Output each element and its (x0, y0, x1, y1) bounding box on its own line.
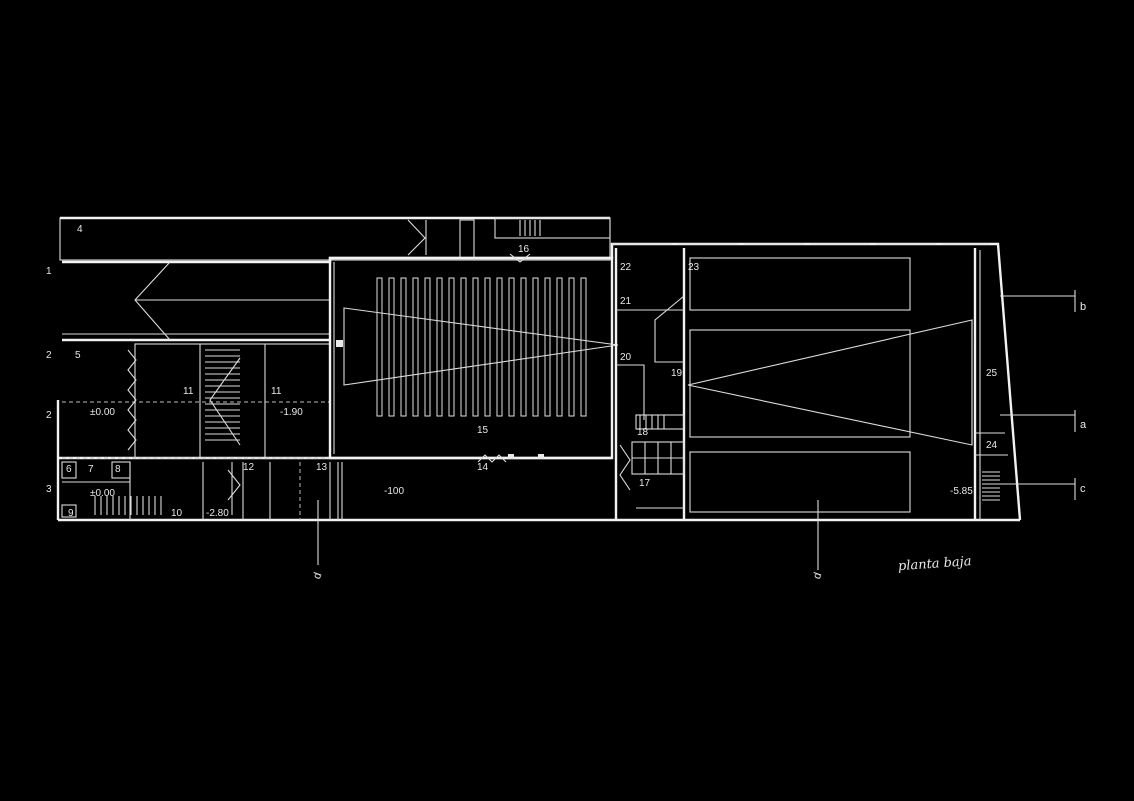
room-number: 9 (68, 508, 74, 519)
room-number: 5 (75, 350, 81, 361)
room-number: 8 (115, 464, 121, 475)
level-label: -5.85 (950, 486, 973, 497)
stair-grid (631, 441, 685, 475)
stair (94, 496, 162, 515)
auditorium (328, 253, 619, 463)
room-number: 23 (688, 262, 700, 273)
grid-axis: 3 (46, 484, 52, 495)
room-number: 21 (620, 296, 632, 307)
service-rooms (61, 461, 343, 520)
section-mark: c (1080, 483, 1086, 495)
grid-axis: 2 (46, 410, 52, 421)
level-label: -1.90 (280, 407, 303, 418)
grid-axis: 2 (46, 350, 52, 361)
room-number: 10 (171, 508, 183, 519)
grid-axis-labels: 1 2 2 3 (46, 266, 52, 495)
room-number: 15 (477, 425, 489, 436)
level-label: -100 (384, 486, 404, 497)
room-number: 12 (243, 462, 255, 473)
room-number: 11 (183, 386, 194, 397)
entrance-zone (62, 261, 331, 459)
plan-caption: planta baja (898, 554, 972, 574)
section-lines (317, 290, 1076, 570)
section-mark: d (311, 571, 324, 581)
foyer-core (614, 248, 686, 520)
upper-corridor (407, 217, 611, 259)
right-hall (687, 250, 1008, 520)
room-number: 6 (66, 464, 72, 475)
level-label: ±0.00 (90, 407, 115, 418)
grid-axis: 1 (46, 266, 52, 277)
room-labels: 4 5 6 7 8 9 10 11 11 12 13 14 15 16 17 1… (66, 224, 998, 519)
room-number: 7 (88, 464, 94, 475)
exterior-walls (56, 216, 1022, 522)
room-number: 14 (477, 462, 489, 473)
room-number: 22 (620, 262, 632, 273)
section-mark: a (1080, 419, 1087, 431)
room-number: 16 (518, 244, 530, 255)
level-label: -2.80 (206, 508, 229, 519)
room-number: 11 (271, 386, 282, 397)
room-number: 4 (77, 224, 83, 235)
stair (982, 471, 1000, 501)
section-mark-labels: b a c d d (311, 301, 1087, 581)
seating-rows (376, 277, 587, 417)
room-number: 25 (986, 368, 998, 379)
stair (205, 349, 241, 446)
section-mark: d (811, 571, 824, 581)
room-number: 13 (316, 462, 328, 473)
room-number: 20 (620, 352, 632, 363)
room-number: 18 (637, 427, 649, 438)
section-mark: b (1080, 301, 1086, 313)
level-label: ±0.00 (90, 488, 115, 499)
room-number: 19 (671, 368, 683, 379)
level-labels: ±0.00 ±0.00 -1.90 -2.80 -100 -5.85 (90, 407, 973, 519)
room-number: 17 (639, 478, 651, 489)
room-number: 24 (986, 440, 998, 451)
